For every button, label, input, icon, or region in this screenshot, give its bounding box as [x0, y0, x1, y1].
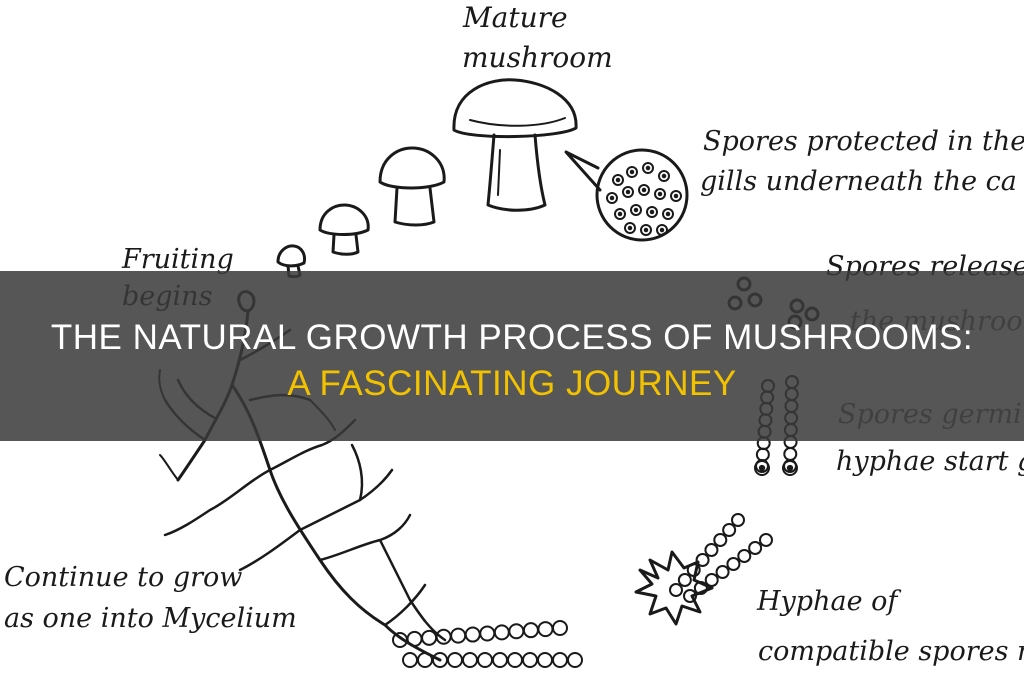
label-spores-protected-2: gills underneath the ca — [700, 166, 1017, 197]
label-mushroom: mushroom — [462, 41, 613, 74]
page-title-line-2: A FASCINATING JOURNEY — [287, 364, 737, 403]
label-hyphae-1: Hyphae of — [756, 586, 901, 617]
spore-dots — [606, 162, 682, 236]
young-mushroom-large — [378, 146, 446, 227]
label-continue-2: as one into Mycelium — [4, 603, 297, 634]
label-continue-1: Continue to grow — [4, 562, 242, 593]
mature-mushroom-illustration — [452, 78, 578, 212]
label-hyphae-2: compatible spores m — [758, 636, 1024, 667]
label-mature: Mature — [462, 1, 568, 34]
spores-bubble — [564, 148, 689, 242]
title-banner — [0, 271, 1024, 441]
young-mushroom-medium — [318, 203, 370, 256]
page-title-line-1: THE NATURAL GROWTH PROCESS OF MUSHROOMS: — [50, 318, 974, 357]
label-spores-protected-1: Spores protected in the — [703, 126, 1024, 157]
label-fruiting: Fruiting — [121, 244, 234, 275]
hyphae-fusion — [634, 513, 773, 626]
